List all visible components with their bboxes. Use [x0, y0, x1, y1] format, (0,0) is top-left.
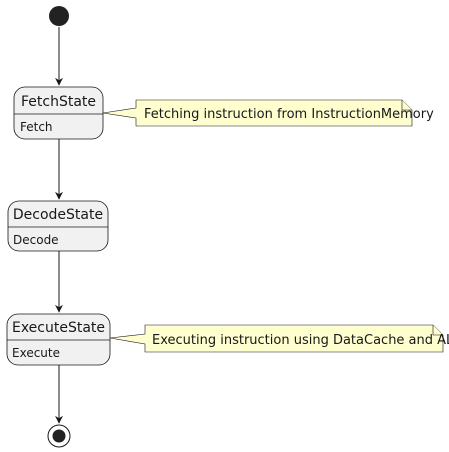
note-fetch[interactable]: Fetching instruction from InstructionMem… [102, 99, 434, 127]
state-execute-action: Execute [12, 346, 60, 360]
state-decode-box [7, 200, 109, 252]
state-execute-title: ExecuteState [12, 320, 105, 336]
state-decode-action: Decode [13, 233, 59, 247]
initial-state-node [49, 6, 69, 26]
note-execute-text: Executing instruction using DataCache an… [152, 333, 449, 348]
state-fetch-title: FetchState [21, 94, 96, 110]
note-fetch-text: Fetching instruction from InstructionMem… [144, 107, 434, 122]
state-decode-title: DecodeState [13, 207, 103, 223]
state-execute-box [6, 313, 111, 366]
note-execute[interactable]: Executing instruction using DataCache an… [109, 324, 449, 353]
final-state-inner-dot [52, 429, 66, 443]
note-fetch-shape [102, 99, 413, 127]
state-fetch-action: Fetch [20, 120, 53, 134]
state-execute[interactable]: ExecuteState Execute [6, 313, 111, 366]
state-decode[interactable]: DecodeState Decode [7, 200, 109, 252]
final-state-node [47, 424, 71, 448]
note-execute-corner [432, 325, 443, 336]
state-fetch[interactable]: FetchState Fetch [13, 86, 104, 140]
note-fetch-corner [401, 100, 412, 111]
